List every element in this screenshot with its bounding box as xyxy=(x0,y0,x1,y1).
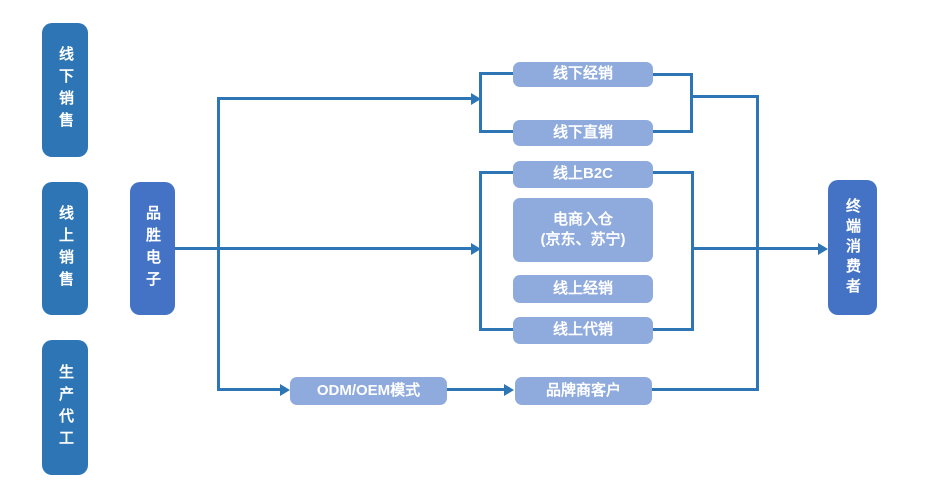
arrowhead-brand-customers xyxy=(504,384,514,396)
channel-box-offline-direct: 线下直销 xyxy=(513,120,653,146)
line-trunk-to-odm xyxy=(217,388,280,391)
category-box-oem-production: 生产代工 xyxy=(42,340,88,475)
channel-box-online-b2c: 线上B2C xyxy=(513,161,653,188)
line-company-to-online-group xyxy=(175,247,471,250)
bracket-online-left-stub-bottom xyxy=(479,328,513,331)
arrowhead-online-group xyxy=(471,243,481,255)
line-brand-customers-output xyxy=(652,388,759,391)
bracket-offline-right xyxy=(690,73,693,133)
line-online-group-to-consumer xyxy=(691,247,818,250)
line-odm-to-brand xyxy=(447,388,504,391)
line-offline-group-output xyxy=(690,95,759,98)
line-collector-vertical xyxy=(756,95,759,391)
bracket-online-right-stub-bottom xyxy=(653,328,693,331)
bracket-online-left-stub-top xyxy=(479,171,513,174)
arrowhead-odm xyxy=(280,384,290,396)
channel-box-odm-oem-mode: ODM/OEM模式 xyxy=(290,377,447,405)
channel-box-brand-customers: 品牌商客户 xyxy=(515,377,652,405)
channel-box-sublabel: (京东、苏宁) xyxy=(540,231,626,248)
channel-box-online-distribution: 线上经销 xyxy=(513,275,653,303)
company-node: 品胜电子 xyxy=(130,182,175,315)
category-box-online-sales: 线上销售 xyxy=(42,182,88,315)
channel-box-ecommerce-warehouse: 电商入仓 (京东、苏宁) xyxy=(513,198,653,262)
bracket-offline-left xyxy=(479,72,482,133)
bracket-offline-right-stub-top xyxy=(653,73,693,76)
bracket-online-left xyxy=(479,171,482,331)
bracket-offline-right-stub-bottom xyxy=(653,130,693,133)
arrowhead-offline-group xyxy=(471,93,481,105)
category-box-offline-sales: 线下销售 xyxy=(42,23,88,157)
line-trunk-to-offline-group xyxy=(217,97,471,100)
arrowhead-consumer xyxy=(818,243,828,255)
bracket-offline-left-stub-bottom xyxy=(479,130,513,133)
channel-box-offline-distribution: 线下经销 xyxy=(513,62,653,87)
line-trunk-vertical xyxy=(217,97,220,391)
bracket-online-right-stub-top xyxy=(653,171,693,174)
channel-box-online-consignment: 线上代销 xyxy=(513,317,653,344)
bracket-offline-left-stub-top xyxy=(479,72,513,75)
bracket-online-right xyxy=(691,171,694,331)
channel-box-label: 电商入仓 xyxy=(552,210,613,228)
consumer-node: 终端消费者 xyxy=(828,180,877,315)
